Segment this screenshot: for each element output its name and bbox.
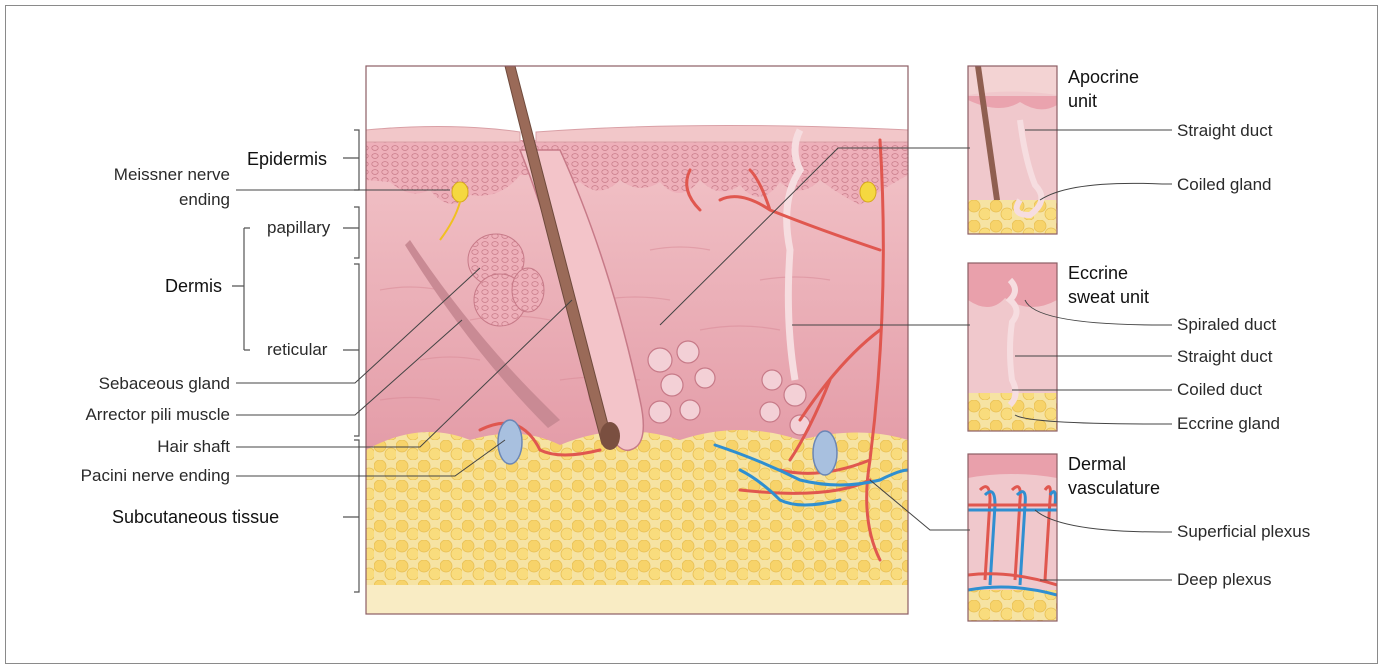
stratum-corneum (366, 125, 908, 142)
label-pacini: Pacini nerve ending (81, 466, 230, 486)
vasculature-title-line1: Dermal (1068, 454, 1126, 474)
label-superficial-plexus: Superficial plexus (1177, 522, 1310, 542)
label-deep-plexus: Deep plexus (1177, 570, 1272, 590)
label-epidermis: Epidermis (247, 149, 327, 169)
label-reticular: reticular (267, 340, 327, 360)
label-meissner-line2: ending (179, 190, 230, 210)
vasculature-title-line2: vasculature (1068, 478, 1160, 498)
label-coiled-gland: Coiled gland (1177, 175, 1272, 195)
label-eccrine-straight-duct: Straight duct (1177, 347, 1272, 367)
apocrine-panel (968, 66, 1057, 234)
label-coiled-duct: Coiled duct (1177, 380, 1262, 400)
label-hair-shaft: Hair shaft (157, 437, 230, 457)
eccrine-title-line2: sweat unit (1068, 287, 1149, 307)
eccrine-title-line1: Eccrine (1068, 263, 1128, 283)
label-sebaceous-gland: Sebaceous gland (99, 374, 230, 394)
label-papillary: papillary (267, 218, 330, 238)
label-apocrine-straight-duct: Straight duct (1177, 121, 1272, 141)
eccrine-panel (968, 263, 1057, 431)
apocrine-title-line2: unit (1068, 91, 1097, 111)
vasculature-panel (968, 454, 1057, 621)
label-eccrine-gland: Eccrine gland (1177, 414, 1280, 434)
apocrine-title-line1: Apocrine (1068, 67, 1139, 87)
label-subcutaneous: Subcutaneous tissue (112, 507, 279, 527)
label-dermis: Dermis (165, 276, 222, 296)
label-spiraled-duct: Spiraled duct (1177, 315, 1276, 335)
label-meissner-line1: Meissner nerve (114, 165, 230, 185)
label-arrector-pili: Arrector pili muscle (85, 405, 230, 425)
main-skin-section (366, 66, 908, 614)
